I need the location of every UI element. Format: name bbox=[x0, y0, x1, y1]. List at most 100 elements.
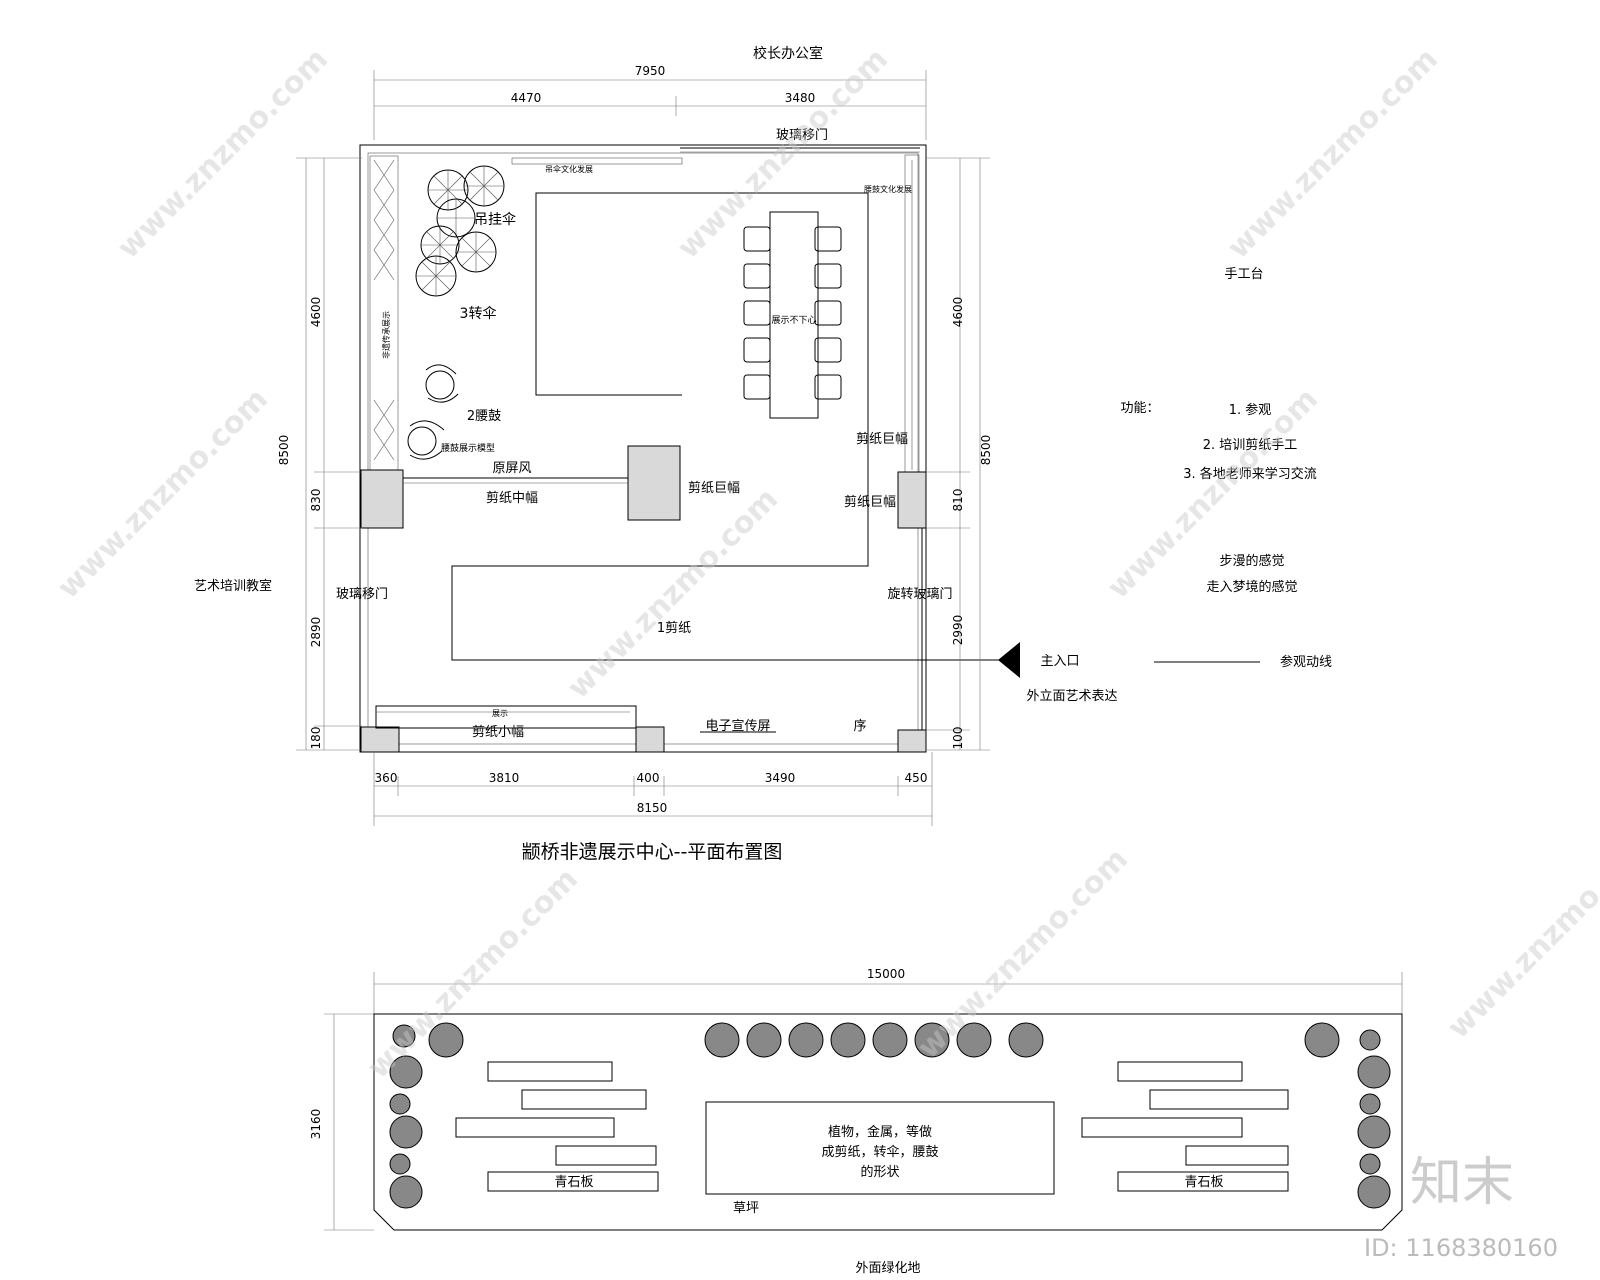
umbrella-icon bbox=[420, 225, 460, 265]
label-waist-drum: 2腰鼓 bbox=[467, 409, 501, 424]
shrub-icon bbox=[1359, 1093, 1381, 1115]
umbrella-icon bbox=[415, 255, 457, 297]
top-dimensions: 7950 4470 3480 校长办公室 bbox=[373, 45, 927, 140]
dim-left-2: 830 bbox=[309, 489, 323, 512]
garden-bluestone-right: 青石板 bbox=[1184, 1175, 1223, 1190]
umbrella-icon bbox=[463, 165, 505, 207]
left-dimensions: 8500 4600 830 2890 180 bbox=[277, 157, 362, 751]
shrub-icon bbox=[389, 1153, 411, 1175]
shrub-icon bbox=[1359, 1153, 1381, 1175]
room-labels: 玻璃移门 吊伞文化发展 腰鼓文化发展 吊挂伞 3转伞 非遗传承展示 2腰鼓 腰鼓… bbox=[194, 128, 953, 740]
shrub-icon bbox=[1357, 1115, 1391, 1149]
umbrella-icon bbox=[436, 198, 476, 238]
dim-right-2: 810 bbox=[951, 489, 965, 512]
label-papercut-1: 1剪纸 bbox=[657, 620, 691, 636]
label-glass-door-top: 玻璃移门 bbox=[776, 128, 828, 143]
dim-right-3: 2990 bbox=[951, 615, 965, 646]
shrub-icon bbox=[389, 1093, 411, 1115]
label-revolving-door: 旋转玻璃门 bbox=[887, 587, 952, 602]
dim-top-left: 4470 bbox=[511, 91, 542, 105]
drum-icon bbox=[425, 364, 459, 403]
label-small-display: 展示 bbox=[492, 709, 508, 718]
garden-lawn: 草坪 bbox=[733, 1201, 759, 1216]
label-glass-door-left: 玻璃移门 bbox=[336, 587, 388, 602]
shrub-icon bbox=[1304, 1022, 1340, 1058]
column bbox=[627, 445, 681, 521]
label-e-screen: 电子宣传屏 bbox=[705, 718, 770, 734]
watermark-text: www.znzmo.com bbox=[671, 42, 895, 266]
umbrella-icon bbox=[455, 231, 497, 273]
dim-right-4: 100 bbox=[951, 727, 965, 750]
label-papercut-large-right-top: 剪纸巨幅 bbox=[856, 431, 908, 447]
dim-left-3: 2890 bbox=[309, 617, 323, 648]
garden-outer-green: 外面绿化地 bbox=[855, 1261, 920, 1276]
watermark-id: ID: 1168380160 bbox=[1364, 1234, 1558, 1262]
note-function-2: 2. 培训剪纸手工 bbox=[1203, 437, 1298, 453]
label-drum-display: 腰鼓展示模型 bbox=[441, 442, 495, 454]
shrub-icon bbox=[1357, 1055, 1391, 1089]
umbrellas bbox=[415, 165, 505, 297]
shrub-icon bbox=[956, 1022, 992, 1058]
shrub-icon bbox=[389, 1175, 423, 1209]
watermark-text: www.znzmo.com bbox=[111, 42, 335, 266]
label-papercut-large-right: 剪纸巨幅 bbox=[844, 494, 896, 510]
dim-left-total: 8500 bbox=[277, 435, 291, 466]
garden-plan: 15000 3160 bbox=[309, 967, 1403, 1276]
label-spin-umbrella: 3转伞 bbox=[460, 305, 497, 322]
dim-bottom-1: 360 bbox=[375, 771, 398, 785]
note-function-1: 1. 参观 bbox=[1229, 402, 1272, 418]
garden-center-text-1: 植物，金属，等做 bbox=[828, 1124, 932, 1140]
dim-top-total: 7950 bbox=[635, 64, 666, 78]
label-main-entrance: 主入口 bbox=[1040, 654, 1079, 669]
shrub-icon bbox=[1359, 1029, 1381, 1051]
dim-right-1: 4600 bbox=[951, 297, 965, 328]
label-route: 参观动线 bbox=[1280, 654, 1332, 670]
label-papercut-large-center: 剪纸巨幅 bbox=[688, 480, 740, 496]
dim-left-1: 4600 bbox=[309, 297, 323, 328]
dim-bottom-5: 450 bbox=[905, 771, 928, 785]
shrub-icon bbox=[1357, 1175, 1391, 1209]
shrub-icon bbox=[428, 1022, 464, 1058]
shrub-icon bbox=[830, 1022, 866, 1058]
umbrella-icon bbox=[427, 169, 469, 211]
watermark-brand: 知末 bbox=[1410, 1153, 1514, 1213]
label-art-room: 艺术培训教室 bbox=[194, 578, 272, 594]
column bbox=[360, 469, 404, 529]
dim-garden-width: 15000 bbox=[867, 967, 905, 981]
note-function-3: 3. 各地老师来学习交流 bbox=[1183, 466, 1317, 482]
dim-right-total: 8500 bbox=[979, 435, 993, 466]
watermark-text: www.znzmo.com bbox=[1221, 42, 1445, 266]
columns bbox=[360, 445, 927, 753]
watermark-text: www.znzmo.com bbox=[1441, 822, 1600, 1046]
shrub-icon bbox=[389, 1115, 423, 1149]
visitor-path bbox=[451, 192, 1000, 661]
note-feeling-2: 走入梦境的感觉 bbox=[1206, 579, 1297, 595]
drawing-title: 颛桥非遗展示中心--平面布置图 bbox=[522, 841, 783, 863]
garden-center-text-2: 成剪纸，转伞，腰鼓 bbox=[821, 1144, 938, 1160]
label-papercut-small: 剪纸小幅 bbox=[472, 724, 524, 740]
note-feeling-1: 步漫的感觉 bbox=[1219, 553, 1284, 569]
shrub-icon bbox=[392, 1024, 416, 1048]
label-preface: 序 bbox=[853, 719, 866, 734]
dim-bottom-2: 3810 bbox=[489, 771, 520, 785]
shrub-icon bbox=[872, 1022, 908, 1058]
drum-icon bbox=[407, 420, 445, 460]
garden-bluestone-left: 青石板 bbox=[554, 1175, 593, 1190]
dim-garden-height: 3160 bbox=[309, 1109, 323, 1140]
entrance-arrow-icon bbox=[998, 642, 1020, 678]
label-facade: 外立面艺术表达 bbox=[1026, 689, 1117, 704]
watermark-text: www.znzmo.com bbox=[361, 862, 585, 1086]
shrub-icon bbox=[1008, 1022, 1044, 1058]
note-function-label: 功能： bbox=[1120, 401, 1159, 416]
note-handcraft-table: 手工台 bbox=[1224, 267, 1263, 282]
right-dimensions: 4600 8500 810 2990 100 bbox=[926, 157, 993, 751]
label-principal-office: 校长办公室 bbox=[753, 45, 823, 62]
entrance: 主入口 外立面艺术表达 参观动线 bbox=[998, 642, 1332, 704]
dim-left-4: 180 bbox=[309, 727, 323, 750]
label-papercut-medium: 剪纸中幅 bbox=[486, 490, 538, 506]
shrub-icon bbox=[704, 1022, 740, 1058]
label-umbrella-culture: 吊伞文化发展 bbox=[545, 164, 593, 174]
label-table: 展示不下心 bbox=[771, 315, 816, 326]
displays bbox=[375, 477, 776, 733]
